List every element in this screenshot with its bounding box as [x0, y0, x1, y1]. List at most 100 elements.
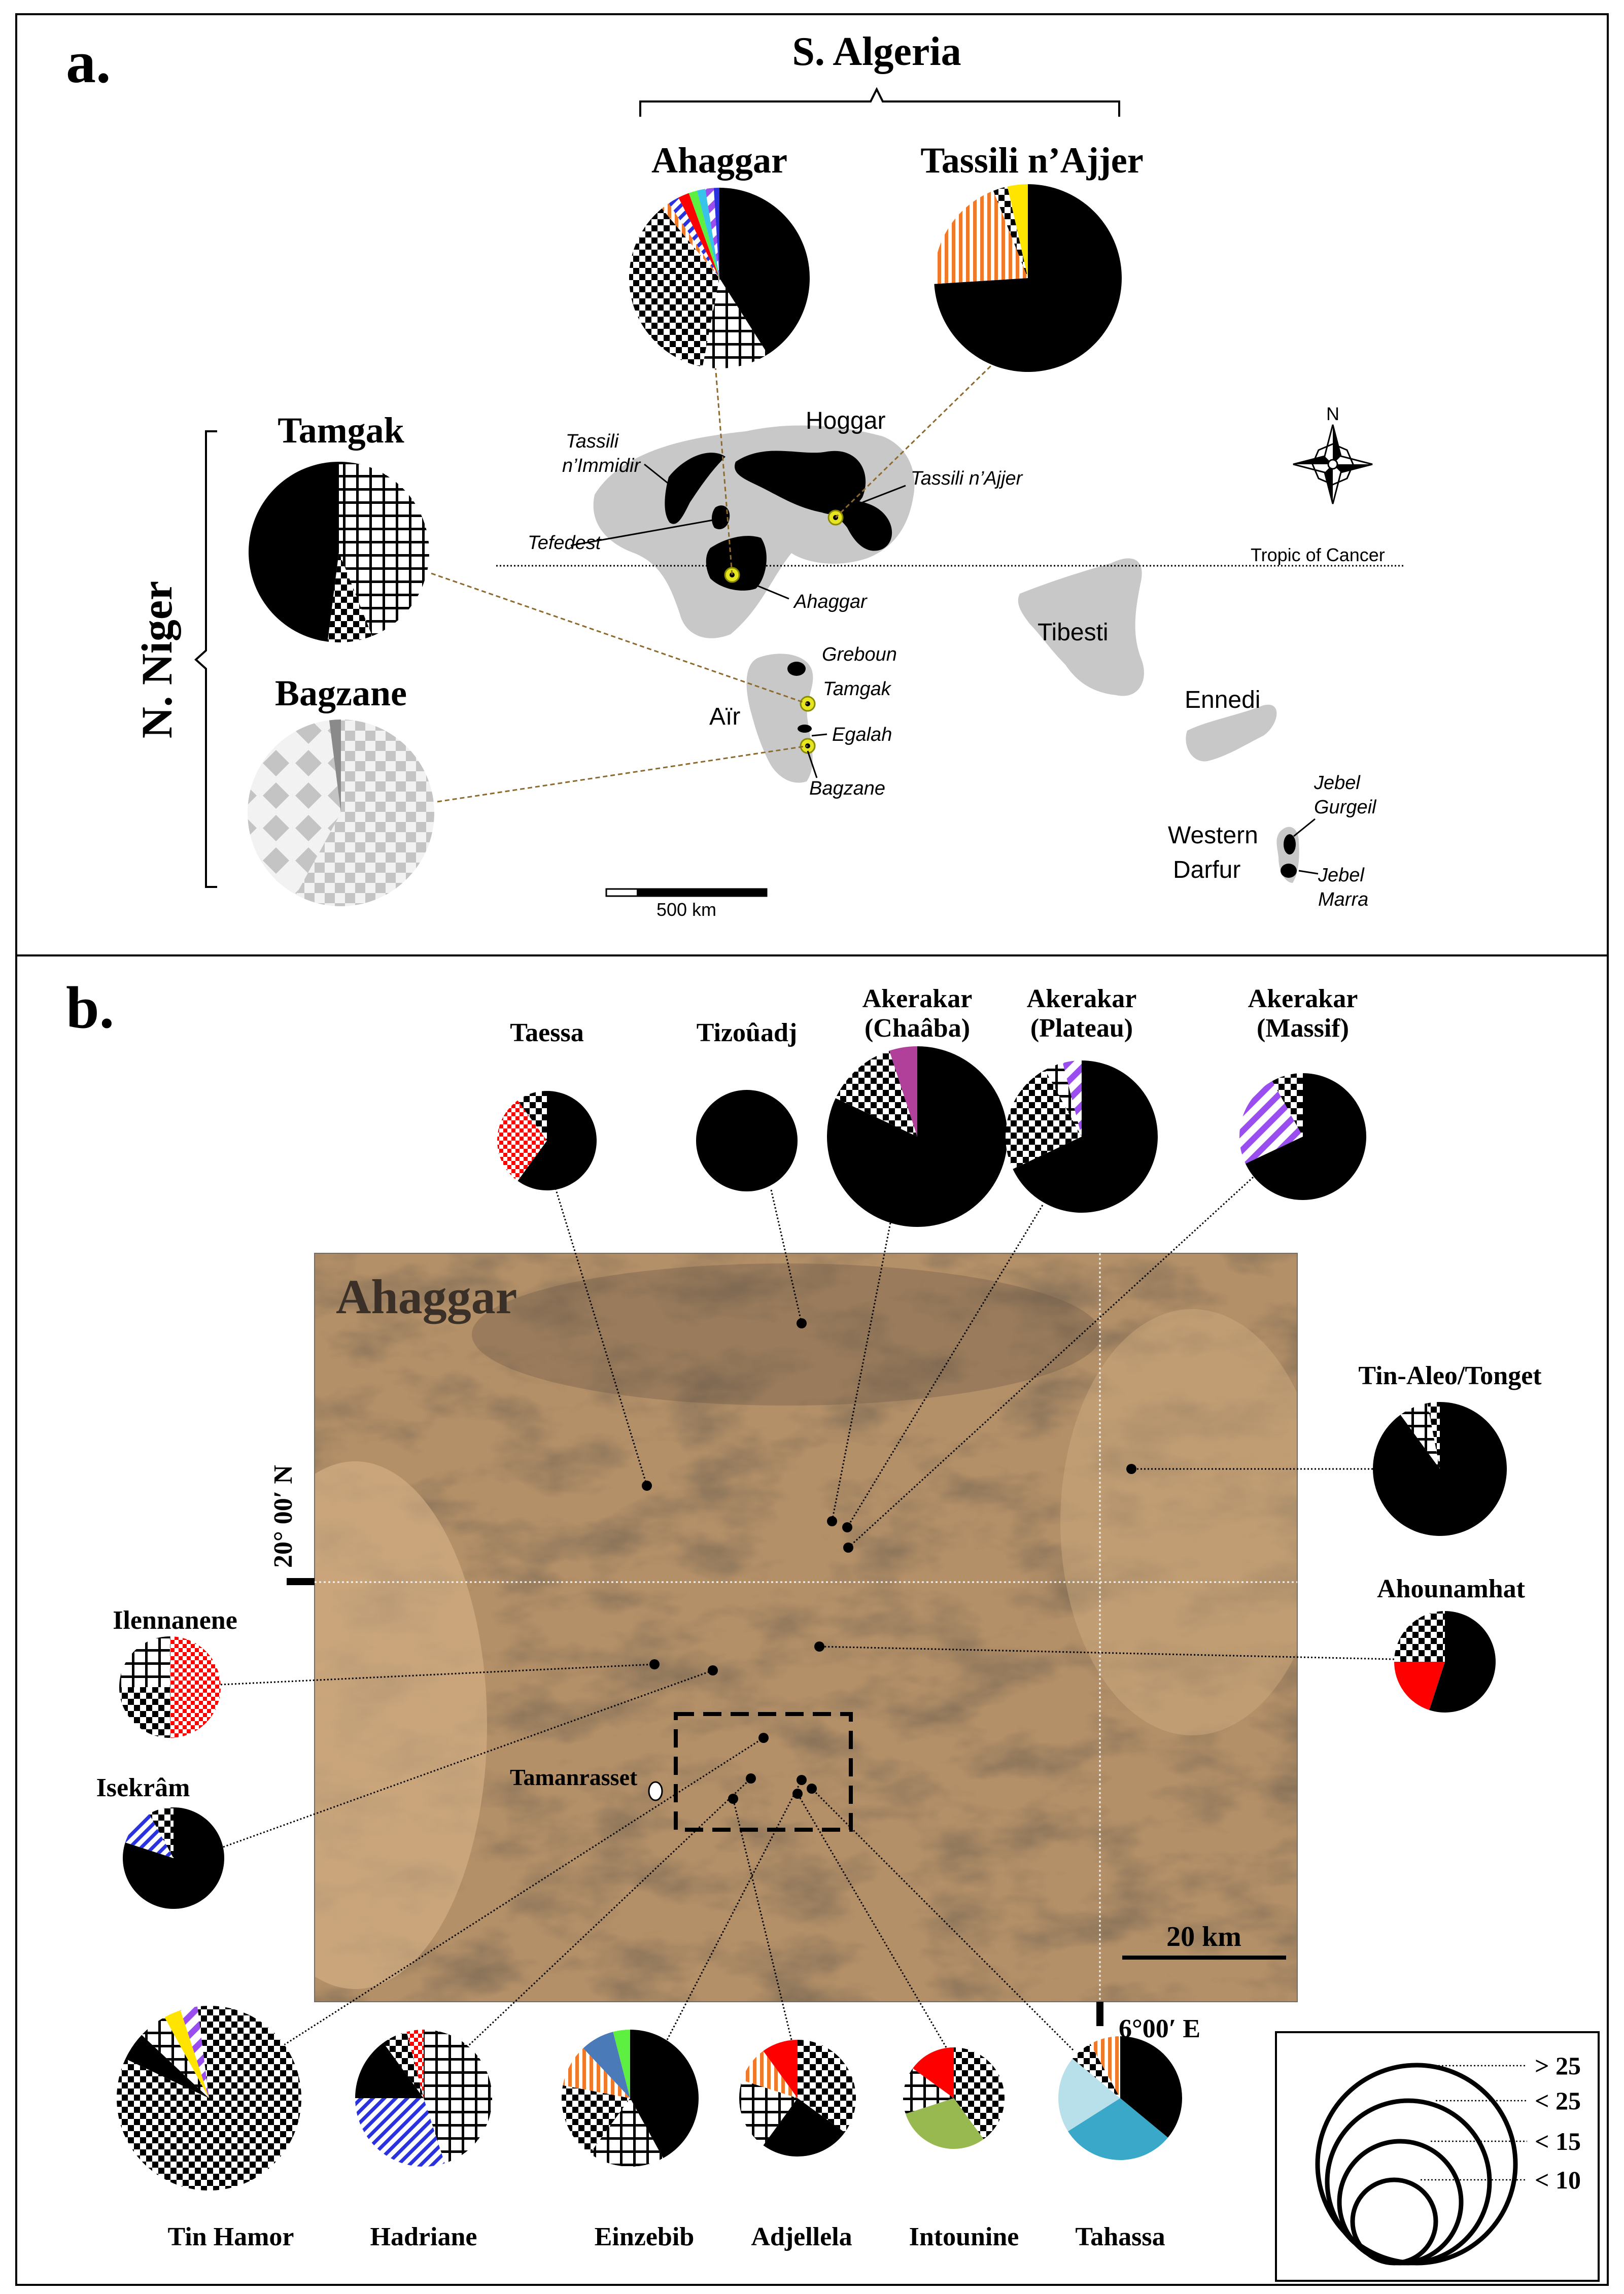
pie-slice-ahaggar-9 — [713, 188, 719, 278]
pie-label-akerakar-cha-ba-1: Akerakar — [862, 984, 973, 1013]
graticule-tick-20N — [287, 1578, 315, 1585]
pie-slice-tassili-n-ajjer-1 — [934, 190, 1028, 284]
label-tamgak-site: Tamgak — [823, 678, 892, 700]
pie-slice-einzebib-5 — [613, 2030, 630, 2098]
leader-label-ahaggar — [745, 580, 789, 600]
satellite-frame — [314, 1253, 1298, 2002]
label-ahaggar-site: Ahaggar — [793, 591, 868, 612]
sand-area-west — [315, 1461, 487, 1989]
pie-bagzane — [248, 720, 434, 906]
size-legend-label-2: < 25 — [1535, 2086, 1581, 2115]
pie-slice-hadriane-0 — [424, 2030, 492, 2164]
pie-slice-ahaggar-8 — [705, 188, 719, 278]
dark-relief-north — [472, 1263, 1101, 1406]
pie-label-hadriane: Hadriane — [370, 2222, 477, 2251]
pie-ahounamhat — [1394, 1611, 1496, 1713]
lat-label: 20° 00′ N — [269, 1465, 298, 1568]
pie-tamgak — [248, 462, 430, 642]
pie-slice-akerakar-plateau-1 — [1006, 1070, 1082, 1169]
site-dot-tahassa — [807, 1784, 817, 1794]
pie-slice-adjellela-4 — [763, 2040, 798, 2098]
pie-slice-ahaggar-7 — [697, 189, 719, 278]
massif-tefedest — [711, 505, 730, 530]
pie-slice-intounine-0 — [954, 2047, 1005, 2139]
pie-hadriane — [355, 2030, 492, 2167]
pie-slice-ahaggar-4 — [668, 197, 719, 278]
leader-intounine — [797, 1793, 947, 2048]
leader-akerakar-cha-ba — [831, 1222, 891, 1522]
site-dot-hadriane — [746, 1773, 756, 1784]
region-tibesti — [1018, 558, 1144, 696]
town-label-tamanrasset: Tamanrasset — [510, 1764, 638, 1790]
pie-label-einzebib: Einzebib — [595, 2222, 695, 2251]
leader-label-jebel-marra — [1298, 870, 1319, 875]
pie-slice-tassili-n-ajjer-2 — [993, 186, 1028, 278]
pie-slice-ahaggar-6 — [688, 190, 719, 278]
leader-ilennanene — [220, 1663, 655, 1686]
leader-label-tefedest — [570, 519, 713, 546]
panel-b: b. 20° 00′ N 6°00′ E Ahaggar Tamanrasset… — [15, 954, 1609, 2286]
pie-slice-akerakar-cha-ba-2 — [889, 1046, 917, 1137]
pie-slice-ahounamhat-0 — [1429, 1611, 1496, 1713]
inset-box — [674, 1712, 853, 1832]
leader-ahaggar — [714, 365, 733, 575]
satellite-map — [315, 1253, 1297, 2002]
pie-slice-tahassa-0 — [1120, 2036, 1183, 2138]
pie-tahassa — [1058, 2036, 1183, 2160]
pie-tizo-adj — [696, 1090, 798, 1191]
pie-slice-einzebib-4 — [583, 2032, 630, 2098]
pie-slice-tamgak-2 — [248, 462, 339, 642]
massif-jebel-gurgeil — [1284, 834, 1296, 854]
pie-slice-taessa-0 — [517, 1091, 597, 1190]
pie-slice-bagzane-0 — [296, 720, 434, 906]
pie-label-isekr-m: Isekrâm — [96, 1773, 190, 1802]
pie-slice-intounine-2 — [903, 2068, 954, 2114]
pie-label-akerakar-cha-ba-2: (Chaâba) — [865, 1014, 970, 1043]
site-dot-intounine — [792, 1789, 803, 1799]
pie-slice-tin-aleo-tonget-1 — [1400, 1403, 1440, 1469]
pie-isekr-m — [122, 1807, 224, 1909]
pie-slice-adjellela-0 — [798, 2040, 856, 2133]
pie-slice-ahaggar-2 — [629, 208, 719, 367]
pie-slice-intounine-1 — [905, 2098, 984, 2149]
compass-rose-icon — [1293, 424, 1373, 504]
site-dot-einzebib — [797, 1775, 807, 1785]
place-labels-italic: Tassili n’Immidir Tassili n’Ajjer Tefede… — [528, 431, 1377, 910]
pie-slice-akerakar-massif-2 — [1272, 1073, 1303, 1137]
pie-slice-tamgak-1 — [327, 552, 372, 642]
size-legend-label-1: > 25 — [1535, 2051, 1581, 2080]
graticule-tick-6E — [1096, 2002, 1103, 2026]
size-legend-label-3: < 15 — [1535, 2127, 1581, 2155]
compass-north-label: N — [1326, 403, 1339, 424]
pie-label-ilennanene: Ilennanene — [113, 1606, 237, 1635]
panel-b-letter: b. — [66, 974, 114, 1041]
massif-egalah — [798, 725, 812, 733]
leader-label-tassili-najjer — [862, 485, 906, 503]
region-ennedi — [1186, 704, 1277, 762]
leader-tassili — [835, 349, 1008, 519]
leader-hadriane — [468, 1777, 752, 2046]
pie-slice-einzebib-1 — [590, 2098, 664, 2167]
pie-slice-einzebib-3 — [563, 2048, 630, 2098]
pie-slice-akerakar-plateau-2 — [1045, 1063, 1082, 1137]
label-greboun: Greboun — [822, 644, 897, 665]
label-ennedi: Ennedi — [1185, 687, 1260, 713]
group-brace-n-niger — [194, 430, 217, 888]
leader-einzebib — [666, 1779, 803, 2040]
pie-slice-tin-aleo-tonget-0 — [1373, 1401, 1507, 1536]
place-leader-lines — [570, 463, 1319, 875]
pie-slice-akerakar-massif-0 — [1245, 1073, 1366, 1200]
pie-slice-tin-hamor-2 — [142, 2017, 209, 2098]
pie-label-tin-aleo-tonget: Tin-Aleo/Tonget — [1358, 1361, 1542, 1390]
pie-slice-ahaggar-5 — [678, 193, 719, 278]
pie-slice-ahounamhat-1 — [1394, 1662, 1445, 1710]
label-jebel-gurgeil-1: Jebel — [1314, 772, 1361, 794]
pie-slice-tamgak-0 — [339, 462, 430, 636]
pie-label-tin-hamor: Tin Hamor — [168, 2222, 294, 2251]
pie-slice-bagzane-2 — [329, 720, 341, 813]
pie-slice-taessa-1 — [497, 1100, 547, 1181]
pie-tin-aleo-tonget — [1373, 1401, 1507, 1536]
pie-label-intounine: Intounine — [909, 2222, 1019, 2251]
